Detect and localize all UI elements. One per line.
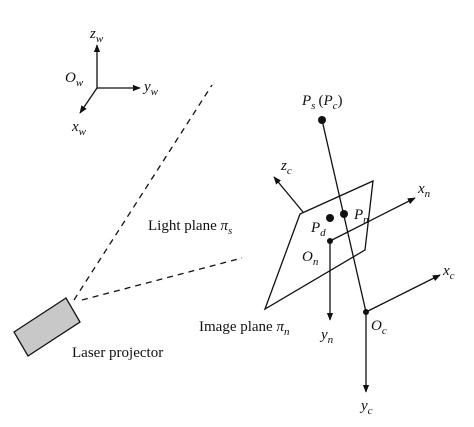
image-plane (263, 179, 374, 311)
point-on (327, 238, 333, 244)
world-origin-label: Ow (65, 70, 84, 89)
world-frame (79, 44, 141, 114)
yc-label: yc (359, 398, 373, 417)
zc-label: zc (280, 158, 292, 177)
light-plane-edge-lower (81, 257, 243, 301)
pn-label: Pn (353, 207, 369, 226)
world-x-label: xw (71, 119, 87, 138)
xc-axis (365, 274, 441, 313)
laser-projector-label: Laser projector (72, 345, 163, 361)
pd-label: Pd (310, 220, 326, 239)
zc-axis (273, 176, 304, 213)
laser-projector-box (13, 297, 81, 357)
light-plane-edges (73, 84, 243, 301)
world-z-label: zw (89, 26, 104, 45)
point-ps (318, 116, 326, 124)
point-oc (363, 309, 369, 315)
xn-label: xn (417, 181, 431, 200)
light-plane-edge-upper (73, 84, 213, 301)
light-plane-label: Light plane πs (148, 218, 232, 237)
point-pn (340, 210, 348, 218)
xn-axis (329, 197, 416, 242)
yn-label: yn (319, 327, 334, 346)
ps-label: Ps(Pc) (301, 93, 343, 112)
image-plane-label: Image plane πn (199, 319, 290, 338)
world-y-label: yw (142, 79, 159, 98)
xc-label: xc (442, 263, 455, 282)
point-pd (326, 214, 334, 222)
world-x-axis (79, 87, 98, 114)
oc-label: Oc (371, 318, 387, 337)
on-label: On (302, 249, 319, 268)
